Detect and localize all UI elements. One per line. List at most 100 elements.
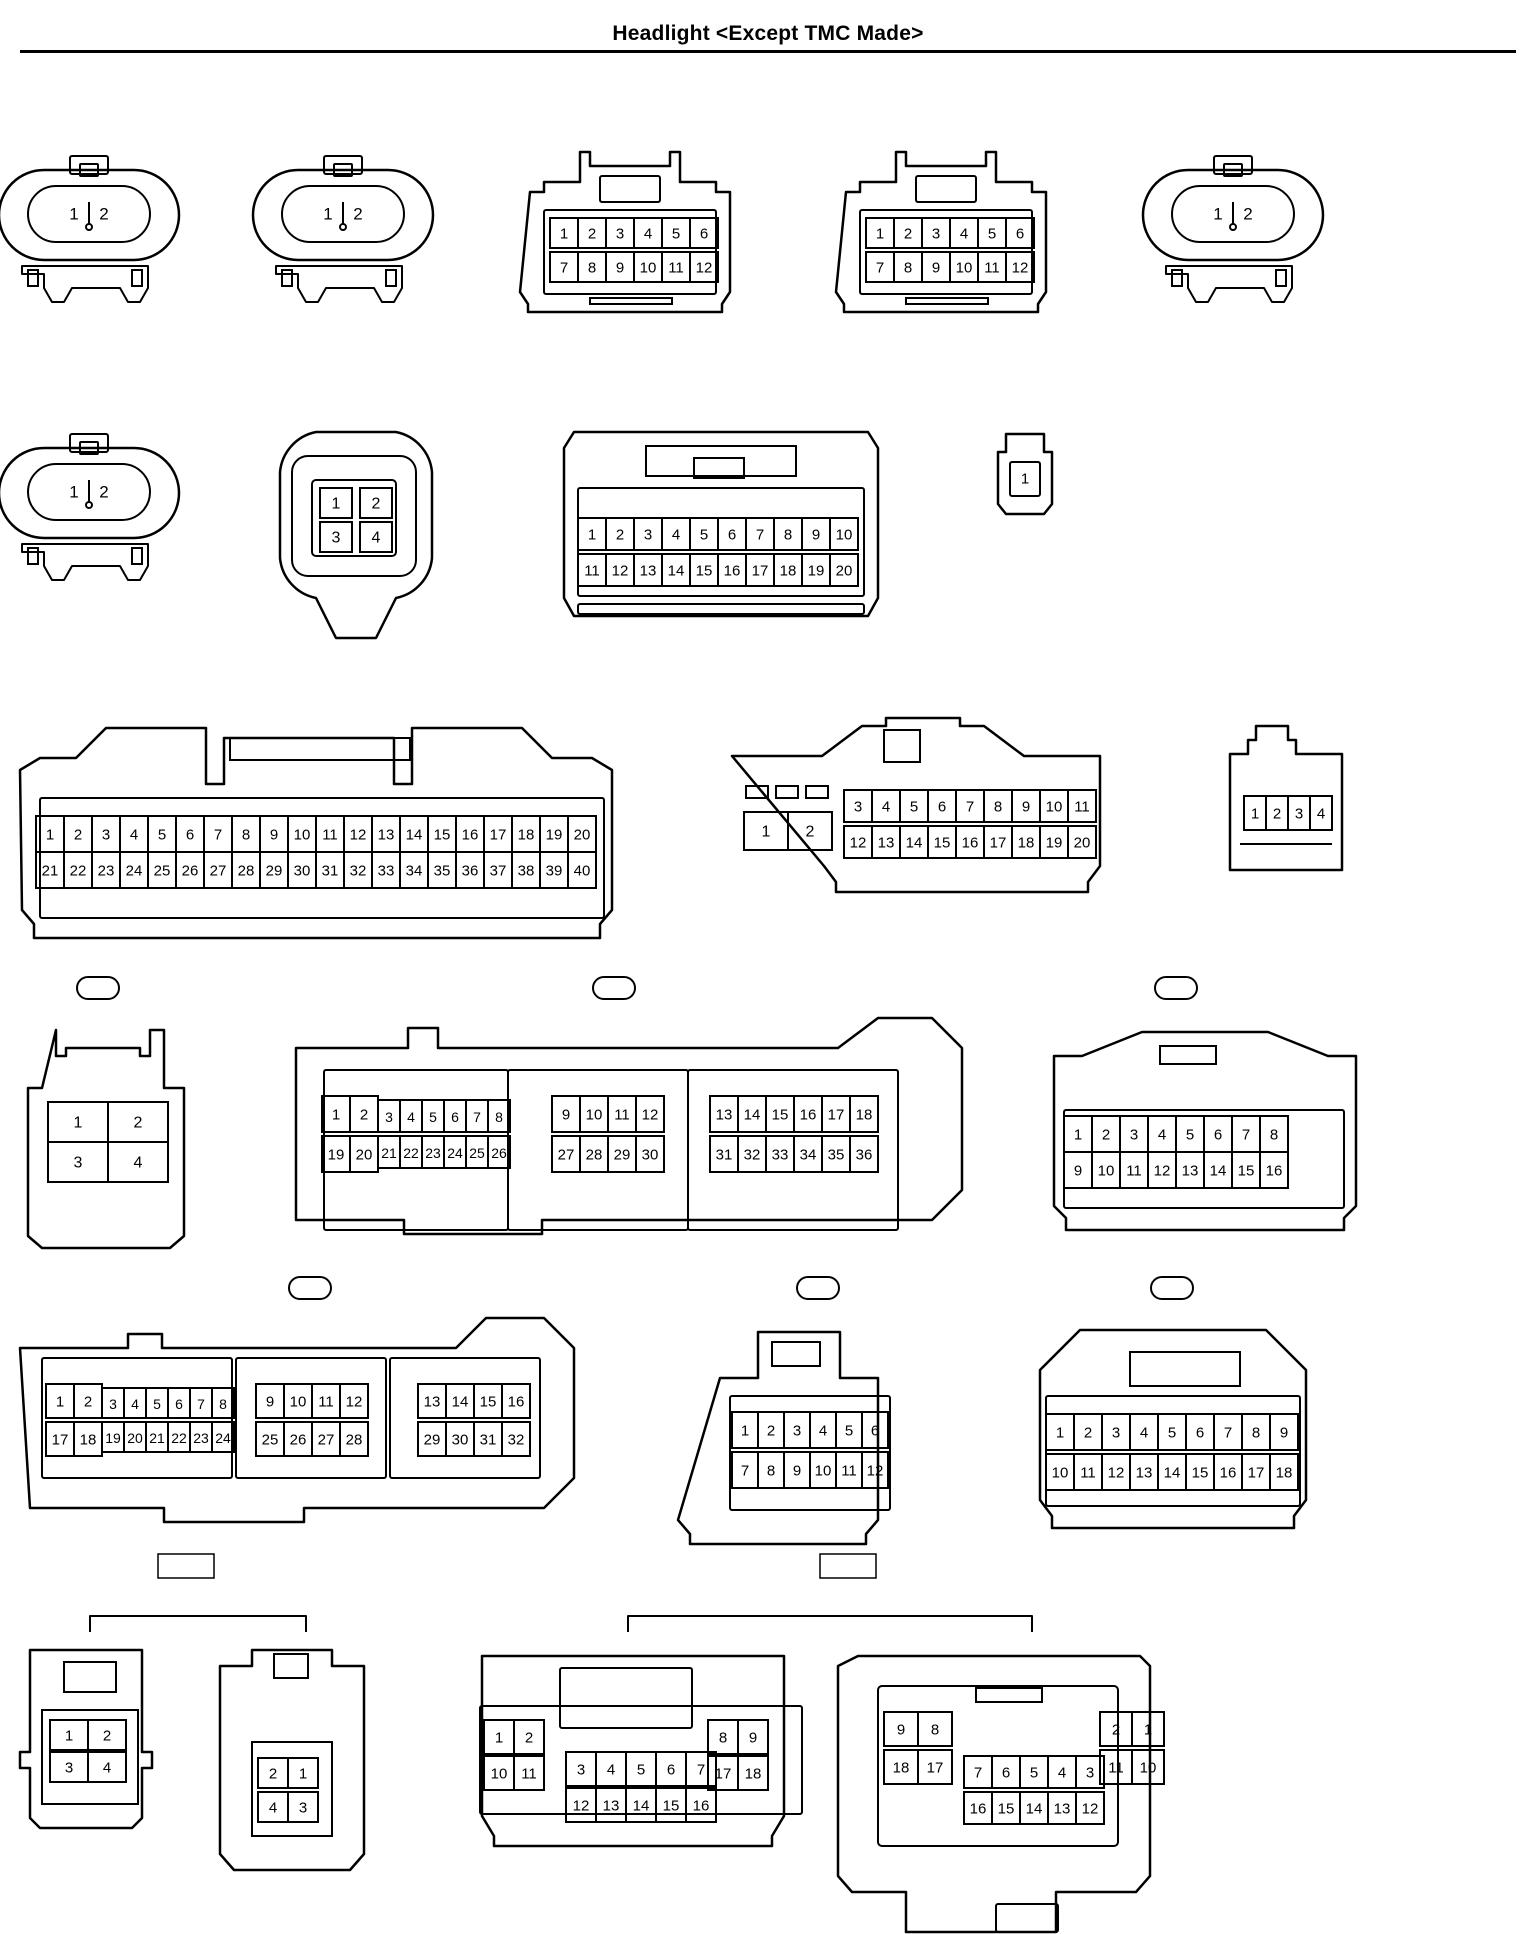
- pin-number: 11: [668, 260, 684, 277]
- pin-number: 5: [1030, 1765, 1038, 1782]
- pin-number: 11: [984, 260, 1000, 277]
- pin-number: 17: [990, 835, 1007, 852]
- pin-number: 4: [644, 226, 652, 243]
- pin-number: 9: [266, 1394, 274, 1411]
- pin-number: 15: [1192, 1465, 1209, 1482]
- pin-number: 14: [406, 827, 423, 844]
- pin-number: 4: [134, 1155, 143, 1172]
- pin-number: 9: [270, 827, 278, 844]
- connector-code-oval: [1150, 1276, 1194, 1300]
- pin-number: 9: [1022, 799, 1030, 816]
- pin-number: 2: [767, 1423, 775, 1440]
- pin-number: 9: [749, 1730, 757, 1747]
- pin-number: 6: [728, 527, 736, 544]
- pin-number: 11: [841, 1463, 857, 1480]
- pin-number: 12: [1108, 1465, 1125, 1482]
- pin-number: 16: [970, 1801, 987, 1818]
- pin-number: 1: [74, 1115, 83, 1132]
- pin-number: 14: [633, 1798, 650, 1815]
- pin-number: 14: [452, 1394, 469, 1411]
- pin-number: 26: [290, 1432, 307, 1449]
- pin-number: 23: [193, 1430, 209, 1446]
- pin-number: 2: [103, 1728, 111, 1745]
- pin-number: 32: [508, 1432, 525, 1449]
- pin-number: 2: [372, 496, 381, 513]
- pin-number: 3: [1130, 1127, 1138, 1144]
- pin-number: 16: [800, 1107, 817, 1124]
- connector-label: [819, 1553, 877, 1579]
- pin-number: 10: [1098, 1163, 1115, 1180]
- pin-number: 11: [1126, 1163, 1142, 1180]
- pin-number: 9: [616, 260, 624, 277]
- pin-number: 2: [84, 1394, 92, 1411]
- pin-number: 5: [845, 1423, 853, 1440]
- pin-number: 4: [1058, 1765, 1066, 1782]
- pin-number: 33: [378, 863, 395, 880]
- pin-number: 4: [269, 1800, 277, 1817]
- pin-number: 2: [806, 824, 815, 841]
- pin-number: 25: [469, 1145, 485, 1161]
- pin-number: 30: [294, 863, 311, 880]
- pin-number: 10: [1052, 1465, 1069, 1482]
- pin-number: 6: [938, 799, 946, 816]
- pin-number: 3: [577, 1762, 585, 1779]
- pin-number: 1: [741, 1423, 749, 1440]
- pin-number: 3: [793, 1423, 801, 1440]
- pin-number: 15: [480, 1394, 497, 1411]
- pin-number: 8: [219, 1396, 227, 1412]
- pin-number: 5: [1186, 1127, 1194, 1144]
- pin-number: 1: [495, 1730, 503, 1747]
- pin-number: 3: [109, 1396, 117, 1412]
- pin-number: 2: [904, 226, 912, 243]
- pin-number: 12: [642, 1107, 659, 1124]
- pin-number: 17: [1248, 1465, 1265, 1482]
- pin-number: 3: [932, 226, 940, 243]
- pin-number: 4: [672, 527, 680, 544]
- connector-label: [1154, 976, 1198, 1000]
- pin-number: 2: [588, 226, 596, 243]
- pin-number: 8: [719, 1730, 727, 1747]
- pin-number: 5: [429, 1109, 437, 1125]
- pin-number: 20: [356, 1147, 373, 1164]
- connector-e12: 1: [996, 432, 1054, 516]
- pin-number: 21: [381, 1145, 397, 1161]
- pin-number: 13: [640, 563, 657, 580]
- pin-number: 4: [819, 1423, 827, 1440]
- pin-number: 18: [1276, 1465, 1293, 1482]
- pin-number: 36: [462, 863, 479, 880]
- pin-number: 10: [1046, 799, 1063, 816]
- pin-number: 19: [328, 1147, 345, 1164]
- pin-number: 3: [1086, 1765, 1094, 1782]
- pin-number: 2: [269, 1766, 277, 1783]
- pin-number: 2: [1112, 1722, 1120, 1739]
- pin-number: 29: [266, 863, 283, 880]
- pin-number: 12: [850, 835, 867, 852]
- pin-number: 15: [434, 827, 451, 844]
- pin-number: 7: [1224, 1425, 1232, 1442]
- pin-number: 10: [491, 1766, 508, 1783]
- pin-number: 2: [360, 1107, 368, 1124]
- pin-number: 2: [353, 205, 362, 224]
- pin-number: 1: [560, 226, 568, 243]
- pin-number: 37: [490, 863, 507, 880]
- pin-number: 5: [637, 1762, 645, 1779]
- pin-number: 1: [1213, 205, 1222, 224]
- pin-number: 17: [490, 827, 507, 844]
- pin-number: 8: [994, 799, 1002, 816]
- pin-number: 17: [828, 1107, 845, 1124]
- pin-number: 13: [878, 835, 895, 852]
- pin-number: 2: [1273, 806, 1281, 823]
- pin-number: 20: [836, 563, 853, 580]
- pin-number: 32: [744, 1147, 761, 1164]
- pin-number: 8: [242, 827, 250, 844]
- page-title: Headlight <Except TMC Made>: [612, 22, 924, 45]
- pin-number: 17: [52, 1432, 69, 1449]
- pin-number: 2: [99, 483, 108, 502]
